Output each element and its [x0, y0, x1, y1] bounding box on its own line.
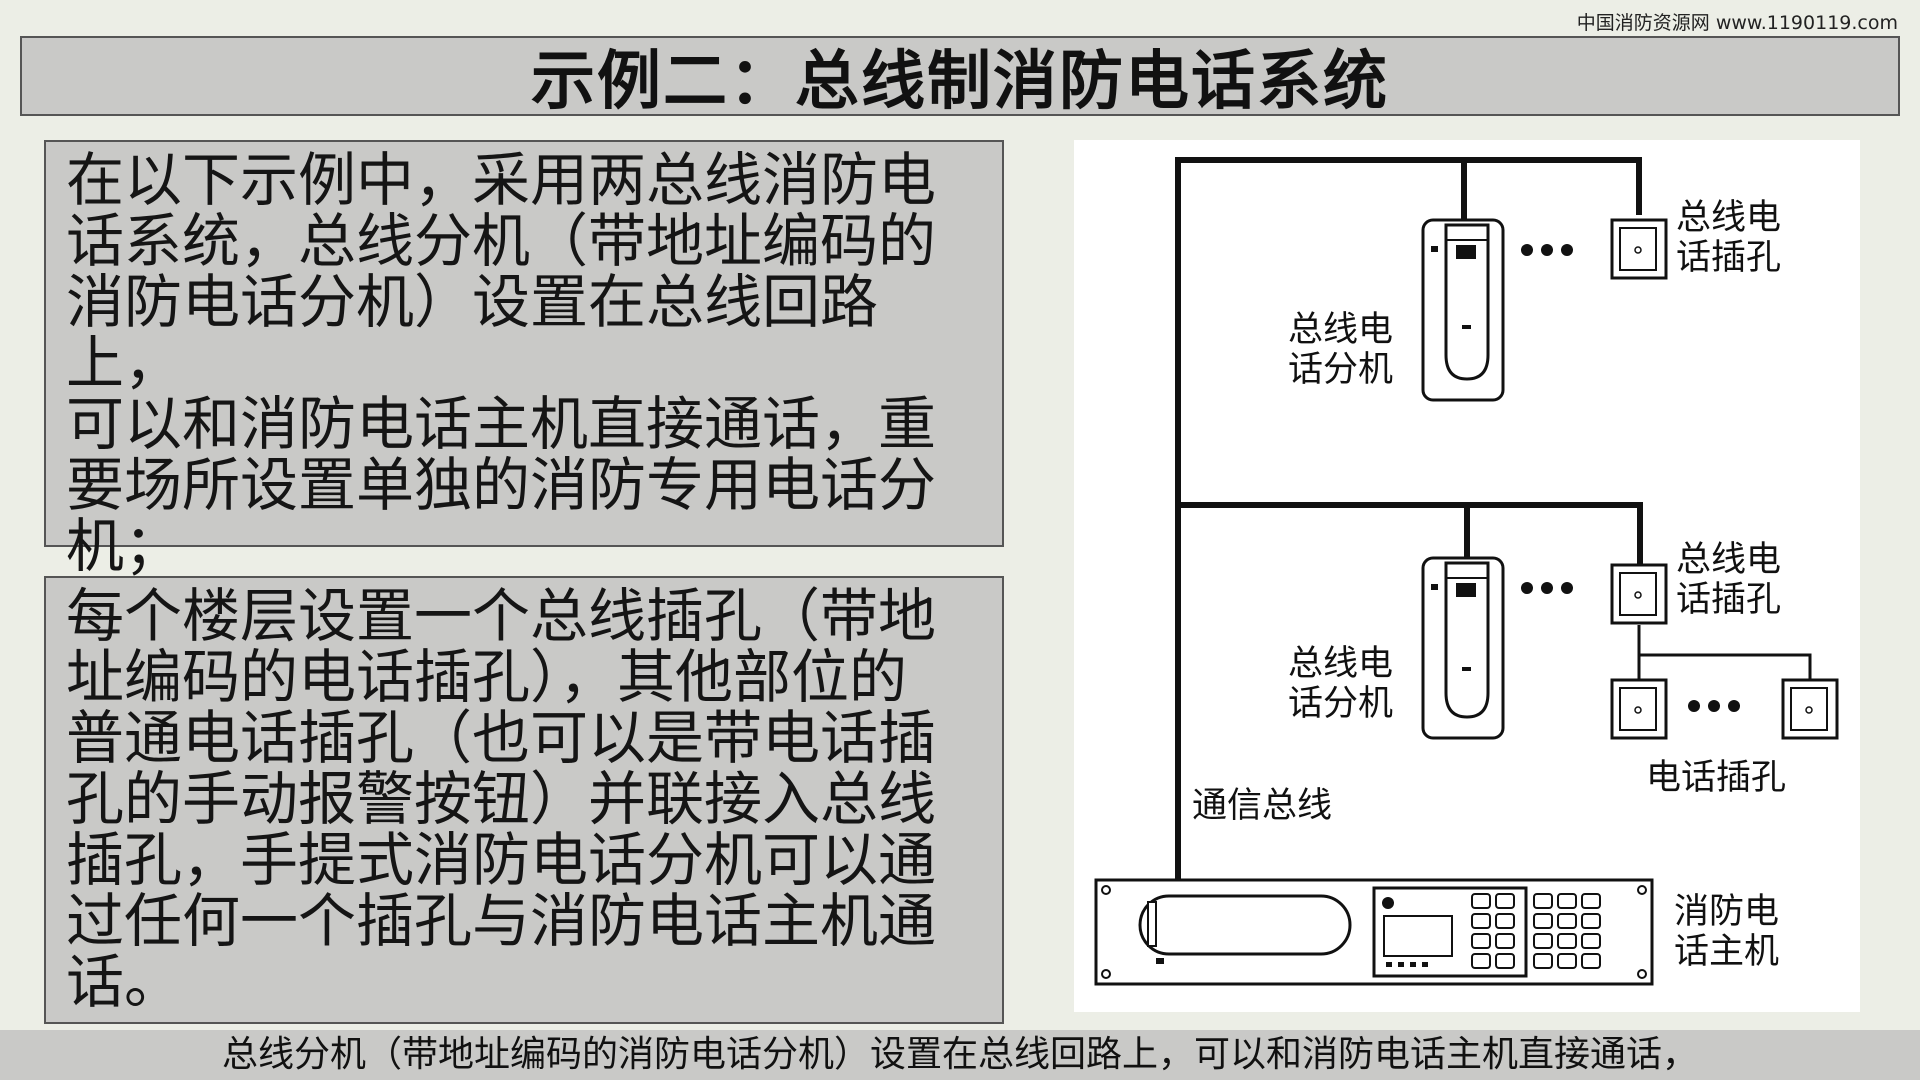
label-bus-jack-top: 总线电 话插孔 — [1676, 198, 1782, 278]
bus-jack-top — [1610, 218, 1668, 280]
bus-jack-mid — [1610, 563, 1668, 625]
text-line: 过任何一个插孔与消防电话主机通 — [66, 887, 937, 955]
bus-wires — [1175, 157, 1812, 880]
text-line: 每个楼层设置一个总线插孔（带地 — [66, 582, 937, 650]
text-line: 可以和消防电话主机直接通话，重 — [66, 390, 937, 458]
text-box-2: 每个楼层设置一个总线插孔（带地 址编码的电话插孔），其他部位的 普通电话插孔（也… — [44, 576, 1004, 1024]
subtitle-caption: 总线分机（带地址编码的消防电话分机）设置在总线回路上，可以和消防电话主机直接通话… — [0, 1030, 1920, 1080]
fire-phone-host-unit — [1094, 878, 1654, 986]
watermark: 中国消防资源网 www.1190119.com — [1576, 12, 1898, 34]
ellipsis-dots-jacks — [1688, 700, 1740, 712]
phone-jack-left — [1610, 678, 1668, 740]
text-line: 插孔，手提式消防电话分机可以通 — [66, 826, 937, 894]
bus-extension-handset-mid — [1421, 556, 1505, 740]
wiring-diagram: 总线电 话插孔 总线电 话分机 总线电 话插孔 总线电 话分机 电话插孔 通信总… — [1074, 140, 1860, 1012]
wiring-diagram-svg — [1094, 157, 1839, 986]
text-box-1: 在以下示例中，采用两总线消防电 话系统，总线分机（带地址编码的 消防电话分机）设… — [44, 140, 1004, 577]
bus-extension-handset-top — [1421, 218, 1505, 402]
label-fire-phone-host: 消防电 话主机 — [1674, 892, 1780, 972]
page-title: 示例二：总线制消防电话系统 — [531, 45, 1389, 119]
ellipsis-dots-mid — [1521, 582, 1573, 594]
text-line: 要场所设置单独的消防专用电话分 — [66, 451, 937, 519]
text-line: 话。 — [66, 948, 183, 1016]
ellipsis-dots-top — [1521, 244, 1573, 256]
label-comm-bus: 通信总线 — [1192, 786, 1333, 826]
label-bus-extension-top: 总线电 话分机 — [1288, 310, 1394, 390]
text-line: 机； — [66, 512, 183, 580]
text-line: 址编码的电话插孔），其他部位的 — [66, 643, 908, 711]
label-phone-jack: 电话插孔 — [1646, 758, 1787, 798]
text-line: 在以下示例中，采用两总线消防电 — [66, 146, 937, 214]
text-line: 孔的手动报警按钮）并联接入总线 — [66, 765, 937, 833]
text-line: 话系统，总线分机（带地址编码的 — [66, 207, 937, 275]
label-bus-jack-mid: 总线电 话插孔 — [1676, 540, 1782, 620]
text-line: 消防电话分机）设置在总线回路上， — [66, 268, 879, 397]
phone-jack-right — [1781, 678, 1839, 740]
label-bus-extension-mid: 总线电 话分机 — [1288, 644, 1394, 724]
title-bar: 示例二：总线制消防电话系统 — [20, 36, 1900, 119]
host-keypad — [1471, 893, 1601, 969]
text-line: 普通电话插孔（也可以是带电话插 — [66, 704, 937, 772]
